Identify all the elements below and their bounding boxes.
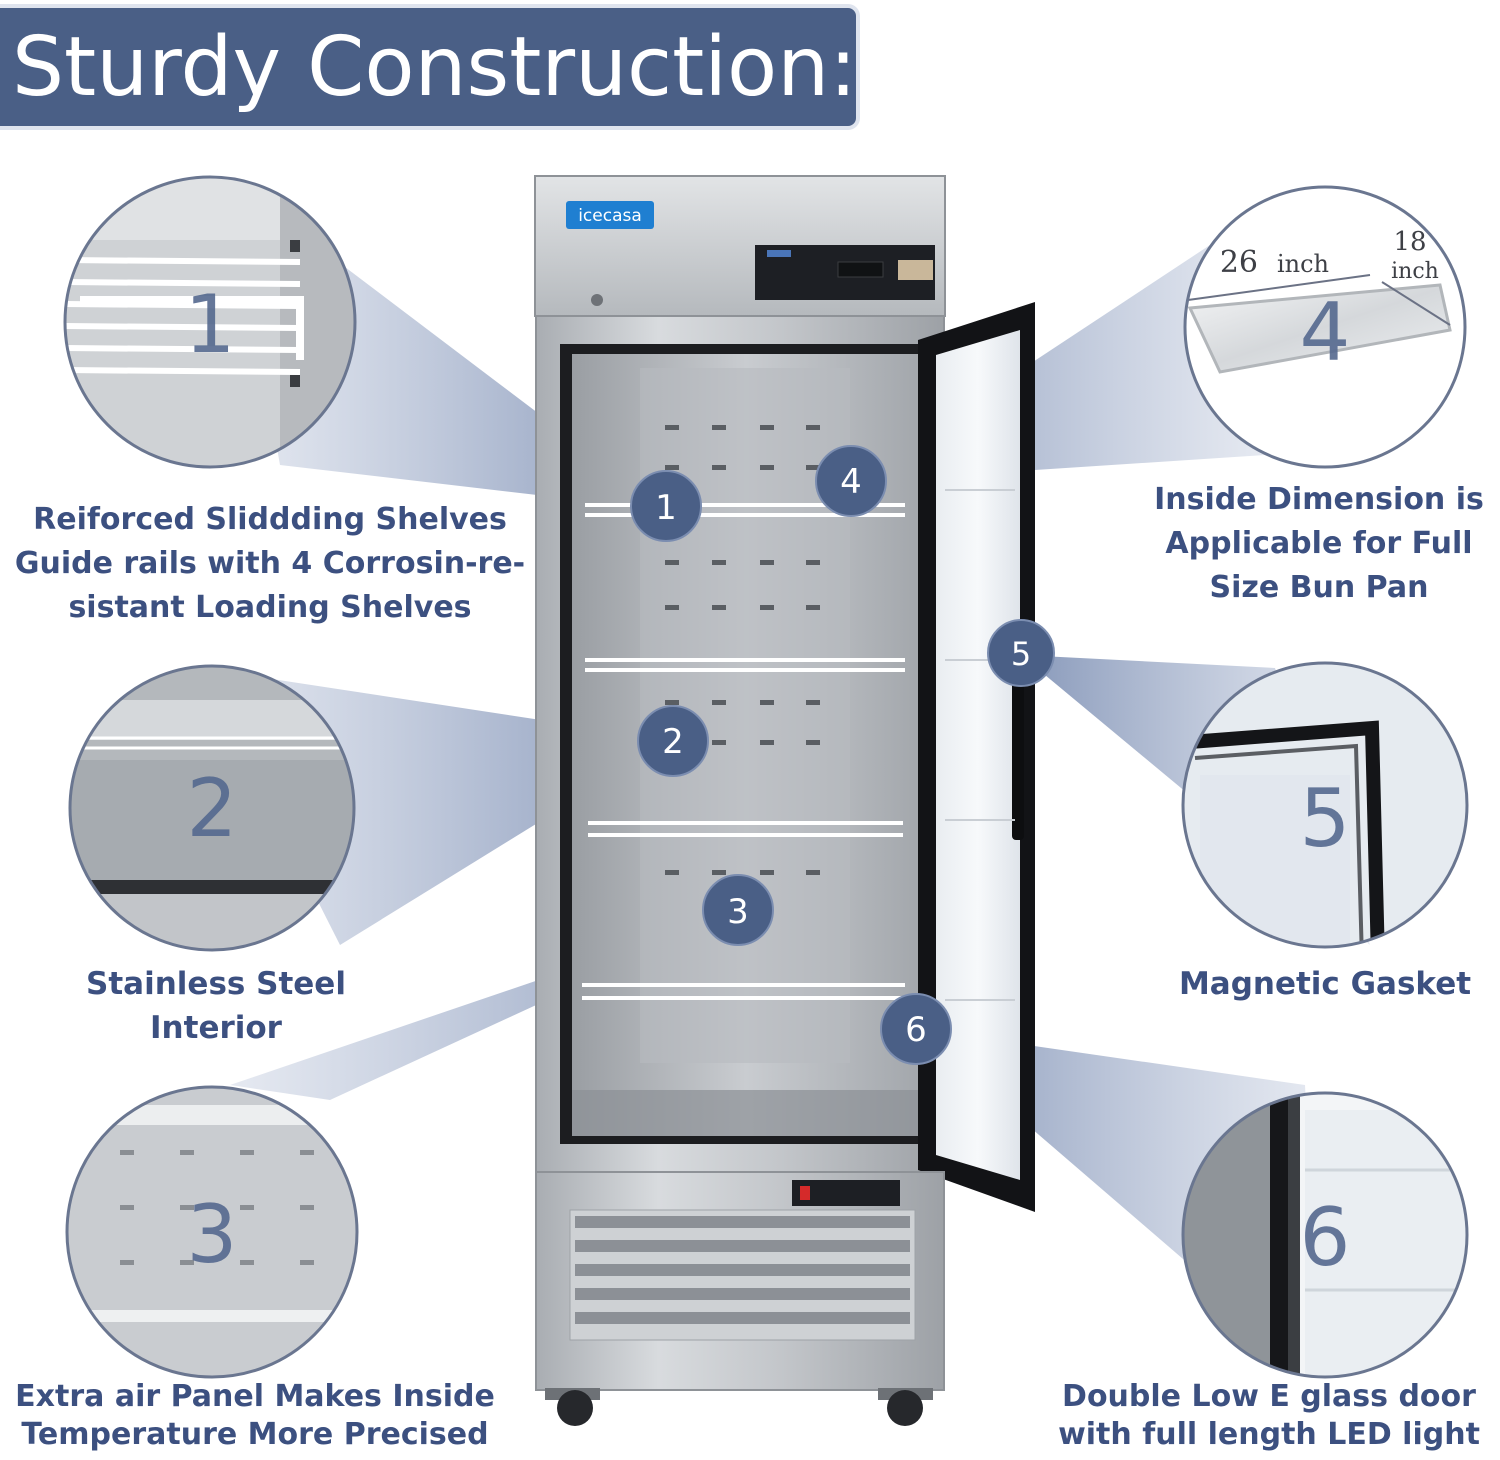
bun-pan: [1187, 283, 1452, 374]
caption-line: Stainless Steel: [86, 966, 346, 1002]
length-value: 26: [1220, 245, 1258, 280]
width-unit: inch: [1391, 259, 1439, 284]
caption-line: Reiforced Sliddding Shelves: [33, 502, 507, 537]
caption-feature-1: Reiforced Sliddding Shelves Guide rails …: [0, 498, 540, 630]
refrigerator: icecasa: [534, 175, 1035, 1426]
caption-feature-2: Stainless Steel Interior: [0, 962, 432, 1050]
caption-feature-3: Extra air Panel Makes Inside Temperature…: [0, 1378, 510, 1454]
title-banner: Sturdy Construction:: [0, 4, 860, 130]
svg-text:2: 2: [662, 722, 684, 762]
caption-line: Interior: [150, 1010, 282, 1046]
vent-grille: [575, 1216, 910, 1324]
detail-number-3: 3: [187, 1188, 238, 1281]
caption-line: Guide rails with 4 Corrosin-re-: [14, 546, 526, 581]
caption-line: with full length LED light: [1058, 1417, 1480, 1452]
detail-circle-2: 2: [68, 664, 356, 952]
door-handle: [1012, 640, 1024, 840]
marker-5: 5: [987, 619, 1055, 687]
brand-logo-plate: [566, 201, 654, 229]
width-value: 18: [1393, 227, 1426, 257]
detail-circle-4: 26 inch 18 inch 4: [1183, 185, 1467, 469]
detail-circle-6: 6: [1181, 1091, 1469, 1379]
marker-6: 6: [880, 993, 952, 1065]
caption-line: Temperature More Precised: [21, 1417, 489, 1452]
caption-line: Extra air Panel Makes Inside: [15, 1379, 495, 1414]
marker-1: 1: [630, 470, 702, 542]
svg-text:3: 3: [727, 892, 749, 932]
caption-feature-6: Double Low E glass door with full length…: [1040, 1378, 1498, 1454]
svg-text:1: 1: [655, 488, 677, 528]
caption-line: sistant Loading Shelves: [68, 590, 472, 625]
caption-feature-4: Inside Dimension is Applicable for Full …: [1140, 478, 1498, 610]
page-title: Sturdy Construction:: [12, 20, 857, 115]
svg-text:6: 6: [905, 1010, 927, 1050]
detail-number-4: 4: [1300, 286, 1351, 379]
caption-line: Size Bun Pan: [1209, 570, 1429, 605]
markers: 1 2 3 4 5 6: [630, 445, 1055, 1065]
marker-3: 3: [702, 874, 774, 946]
gasket-frame: [1189, 720, 1385, 947]
casters: [545, 1388, 933, 1426]
marker-2: 2: [637, 705, 709, 777]
length-unit: inch: [1277, 250, 1329, 278]
marker-4: 4: [815, 445, 887, 517]
temperature-display: [837, 261, 884, 278]
detail-number-5: 5: [1300, 772, 1351, 865]
power-switch: [800, 1186, 810, 1200]
caption-line: Magnetic Gasket: [1178, 966, 1472, 1002]
detail-number-6: 6: [1300, 1191, 1351, 1284]
detail-number-2: 2: [187, 762, 238, 855]
caption-line: Double Low E glass door: [1062, 1379, 1476, 1414]
detail-circle-3: 3: [65, 1085, 359, 1379]
svg-text:5: 5: [1011, 635, 1031, 673]
brand-logo: icecasa: [578, 206, 642, 226]
svg-text:4: 4: [840, 462, 862, 502]
caption-feature-5: Magnetic Gasket: [1150, 962, 1500, 1006]
caption-line: Applicable for Full: [1165, 526, 1473, 561]
detail-number-1: 1: [185, 278, 236, 371]
caption-line: Inside Dimension is: [1154, 482, 1484, 517]
detail-circle-5: 5: [1181, 661, 1469, 949]
